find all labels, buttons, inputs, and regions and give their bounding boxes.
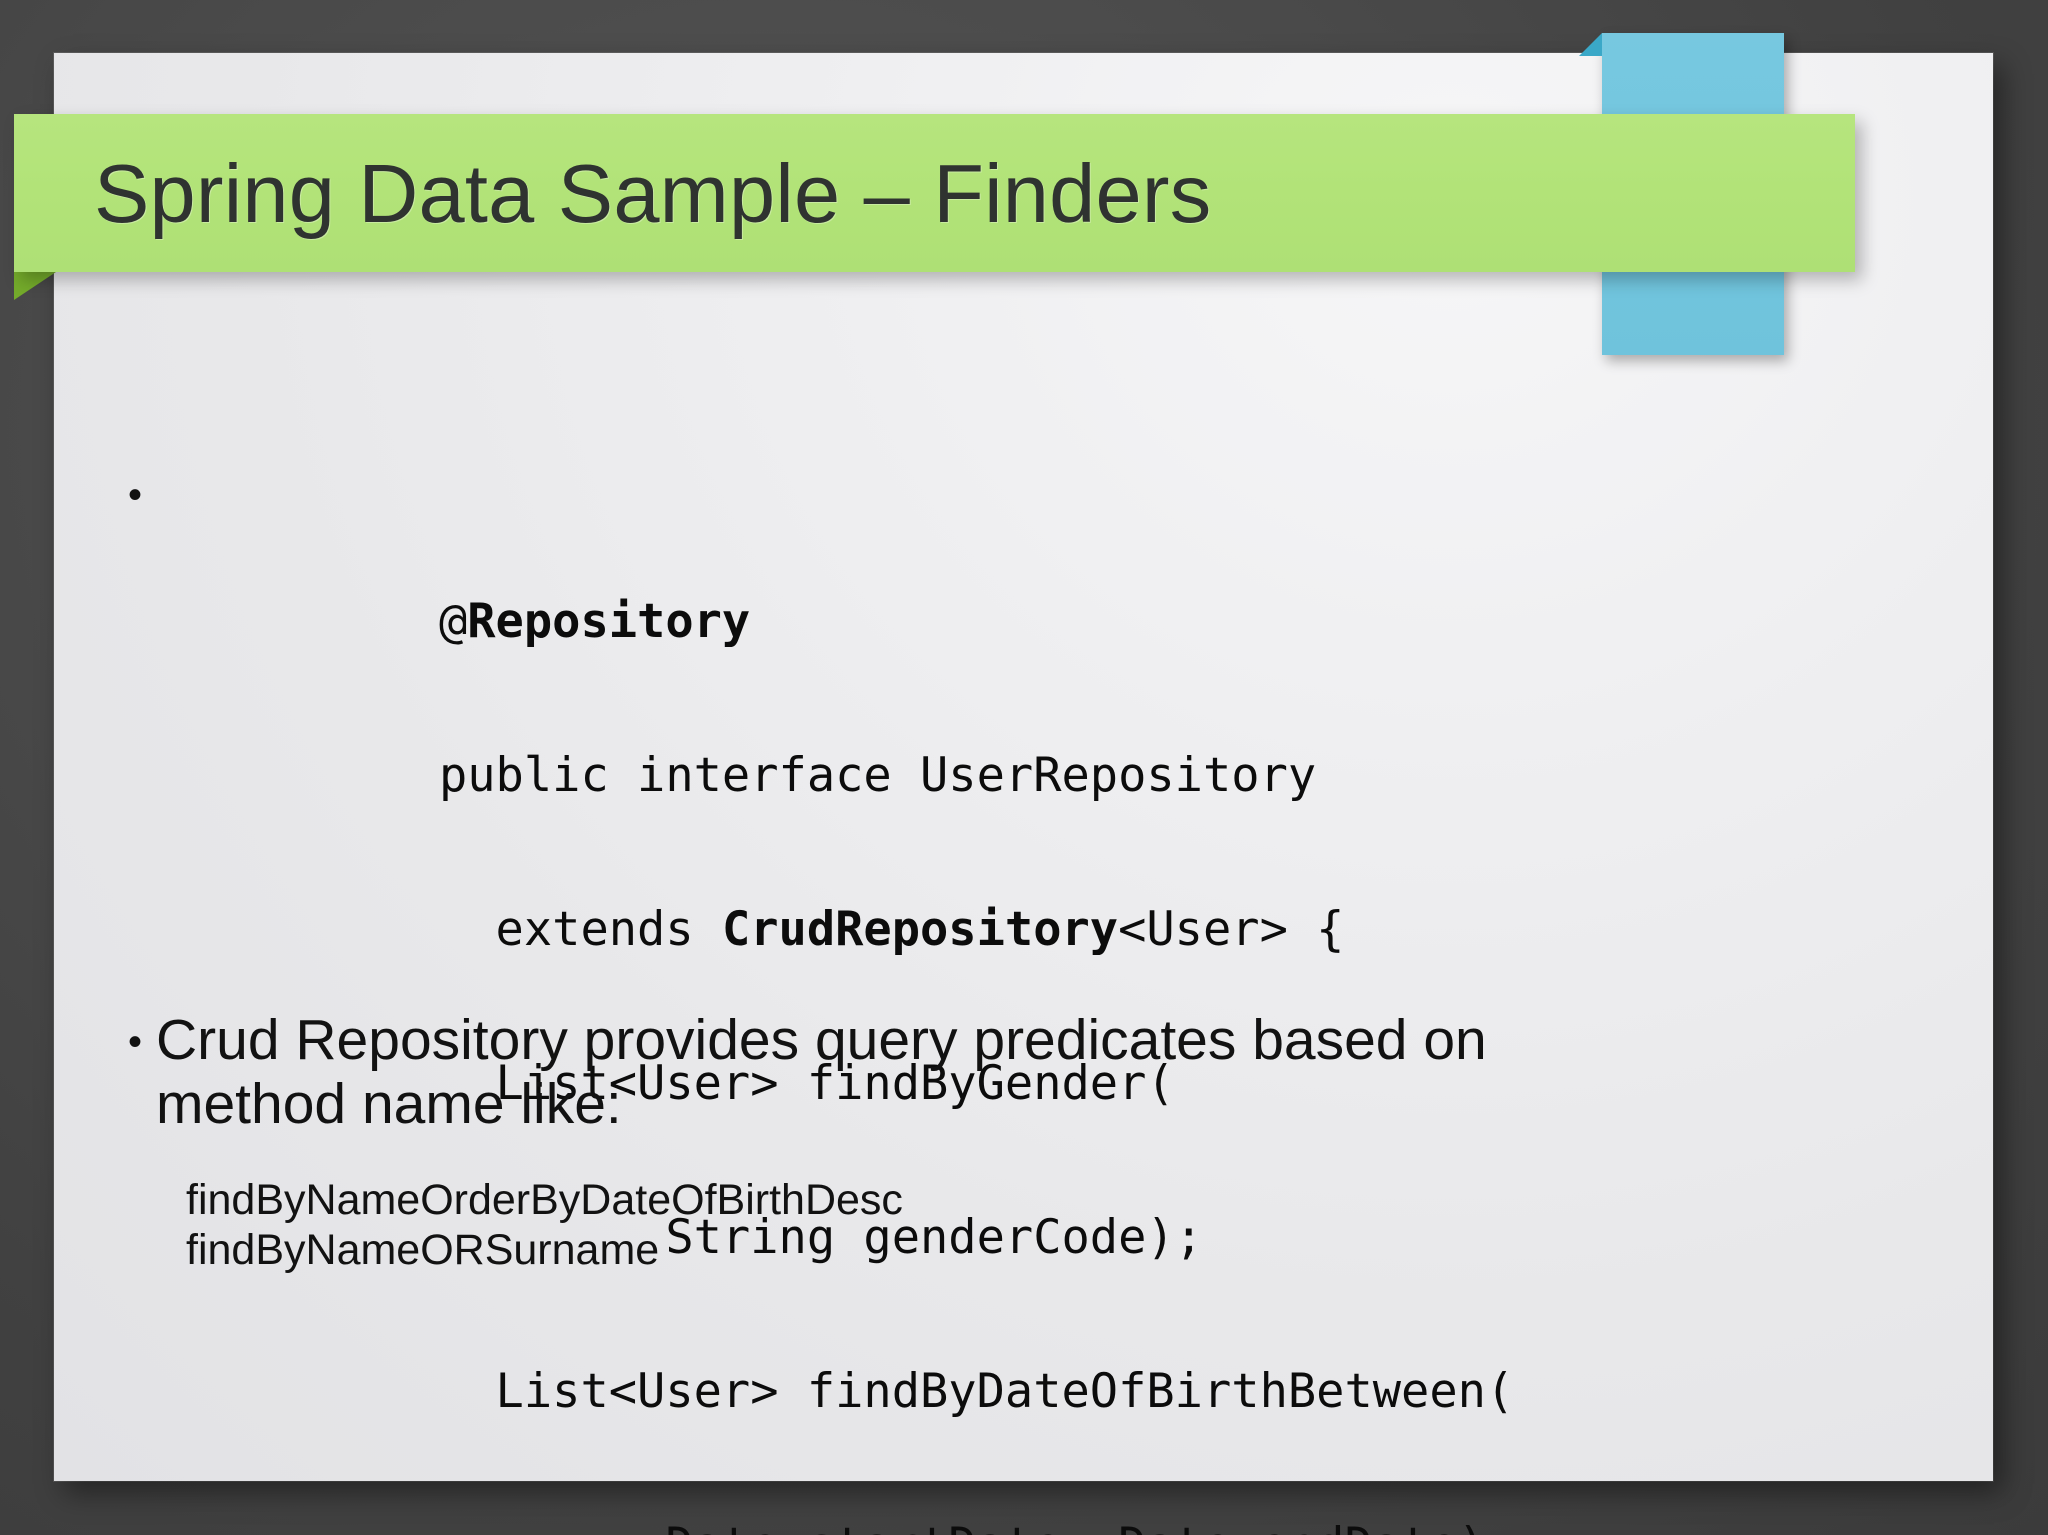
code-line-plain: Date startDate, Date endDate); [439,1518,1514,1535]
code-line-plain: String genderCode); [438,1210,1203,1265]
code-line-plain: List<User> findByGender( [438,1056,1175,1111]
code-line-plain: public interface UserRepository [438,748,1317,803]
code-line: List<User> findByGender( [156,1013,1514,1107]
code-line-plain: @ [438,594,468,649]
code-line-bold: Repository [467,594,751,649]
code-line: extends CrudRepository<User> { [156,859,1514,953]
code-line-plain: extends [438,902,722,957]
list-item: • Crud Repository provides query predica… [112,1008,1592,1137]
title-band: Spring Data Sample – Finders [14,114,1855,272]
code-line: @Repository [156,551,1514,645]
code-line-bold: CrudRepository [721,902,1119,957]
example-method-names: findByNameOrderByDateOfBirthDesc findByN… [186,1175,903,1276]
bullet-marker-icon: • [128,473,143,517]
code-line: List<User> findByDateOfBirthBetween( [156,1321,1515,1415]
slide-body: • @Repository public interface UserRepos… [54,53,1993,1535]
title-band-fold-decoration [14,272,56,300]
code-line: String genderCode); [156,1167,1514,1261]
bullet-text: Crud Repository provides query predicate… [156,1008,1487,1137]
blue-tab-fold-decoration [1579,33,1602,56]
code-line: Date startDate, Date endDate); [156,1475,1514,1535]
code-line-tail: <User> { [1118,902,1345,957]
bullet-marker-icon: • [128,1020,143,1064]
code-line-plain: List<User> findByDateOfBirthBetween( [438,1364,1515,1419]
example-method-name: findByNameORSurname [186,1226,660,1275]
page-title: Spring Data Sample – Finders [94,146,1212,240]
example-method-name: findByNameOrderByDateOfBirthDesc [186,1176,903,1224]
list-item: • @Repository public interface UserRepos… [112,457,1514,1535]
code-snippet: @Repository public interface UserReposit… [156,457,1514,1535]
code-line: public interface UserRepository [156,705,1514,799]
